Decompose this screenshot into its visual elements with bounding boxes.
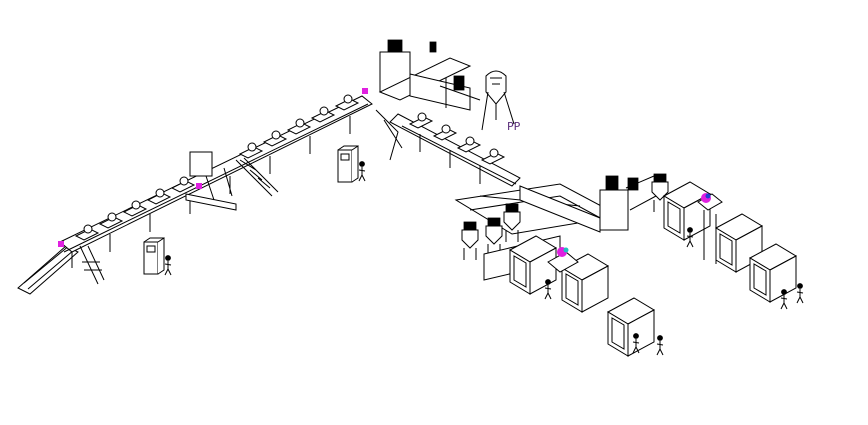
control-cabinet-lower <box>143 237 172 276</box>
control-cabinet-middle <box>337 145 366 183</box>
upper-packing-group <box>651 173 804 310</box>
lower-packing-group <box>461 203 664 357</box>
top-extruder <box>378 39 481 111</box>
left-washing-line <box>17 88 403 295</box>
pp-silo: PP <box>481 70 521 133</box>
pp-label: PP <box>507 120 521 133</box>
right-washing-line <box>389 112 657 235</box>
